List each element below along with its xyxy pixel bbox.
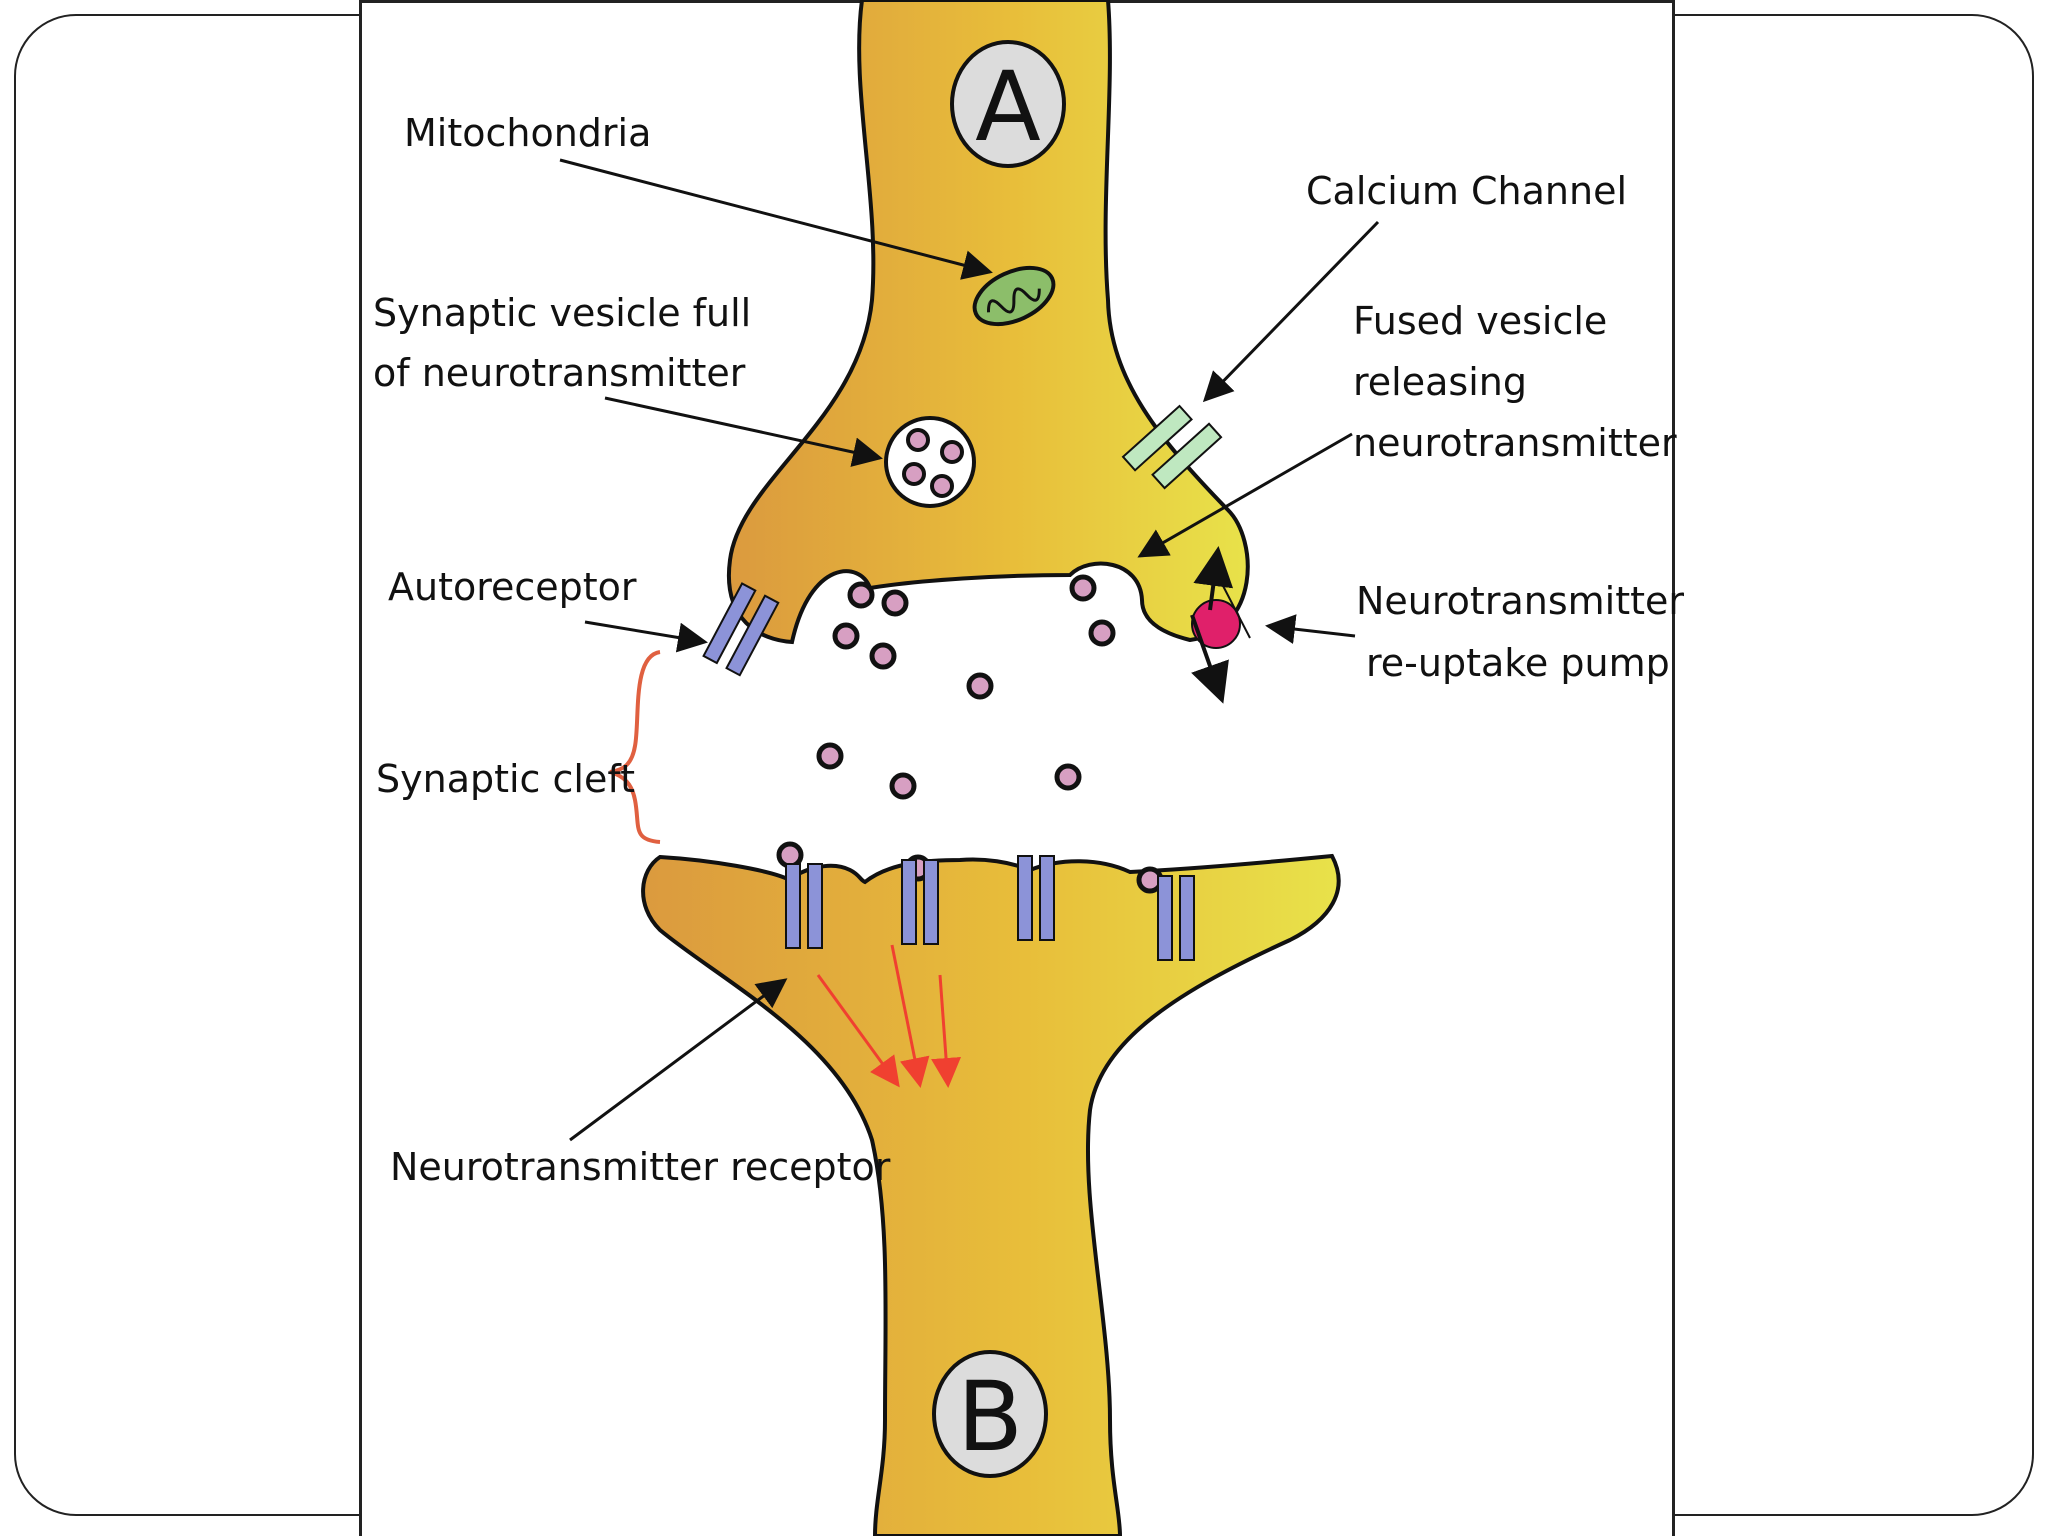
released-neurotransmitters <box>776 574 1164 894</box>
reuptake-arrow <box>1265 614 1356 644</box>
leader-arrows <box>559 158 1380 1142</box>
receptor-1 <box>785 863 823 949</box>
fused-vesicle-arrow <box>1137 432 1353 558</box>
receptor-2 <box>901 859 939 945</box>
label-autoreceptor: Autoreceptor <box>388 565 637 609</box>
autoreceptor <box>702 582 780 677</box>
label-synaptic-vesicle-line2: of neurotransmitter <box>373 351 746 395</box>
label-reuptake-line1: Neurotransmitter <box>1356 579 1684 623</box>
receptor-4 <box>1157 875 1195 961</box>
synaptic-vesicle <box>884 416 976 508</box>
signal-arrows <box>816 944 962 1088</box>
label-calcium-channel: Calcium Channel <box>1306 169 1627 213</box>
label-fused-vesicle-line1: Fused vesicle <box>1353 299 1607 343</box>
label-synaptic-vesicle-line1: Synaptic vesicle full <box>373 291 751 335</box>
label-nt-receptor: Neurotransmitter receptor <box>390 1145 891 1189</box>
synaptic-vesicle-arrow <box>604 396 883 467</box>
mitochondria-arrow <box>559 158 993 280</box>
neuron-b-letter: B <box>957 1361 1023 1473</box>
mitochondria-organelle <box>972 265 1056 327</box>
label-fused-vesicle-line3: neurotransmitter <box>1353 421 1677 465</box>
calcium-channel <box>1121 404 1223 490</box>
postsynaptic-neuron <box>641 853 1341 1536</box>
label-mitochondria: Mitochondria <box>404 111 651 155</box>
neuron-b-badge: B <box>932 1350 1048 1478</box>
neuron-a-letter: A <box>975 51 1041 163</box>
postsynaptic-receptors <box>785 855 1195 961</box>
neuron-a-badge: A <box>950 40 1066 168</box>
label-fused-vesicle-line2: releasing <box>1353 360 1527 404</box>
receptor-3 <box>1017 855 1055 941</box>
calcium-channel-arrow <box>1202 220 1380 403</box>
nt-receptor-arrow <box>569 978 788 1142</box>
label-synaptic-cleft: Synaptic cleft <box>376 757 635 801</box>
cleft-brace <box>609 650 661 844</box>
autoreceptor-arrow <box>584 620 708 653</box>
label-reuptake-line2: re-uptake pump <box>1366 641 1670 685</box>
reuptake-pump <box>1190 546 1251 704</box>
